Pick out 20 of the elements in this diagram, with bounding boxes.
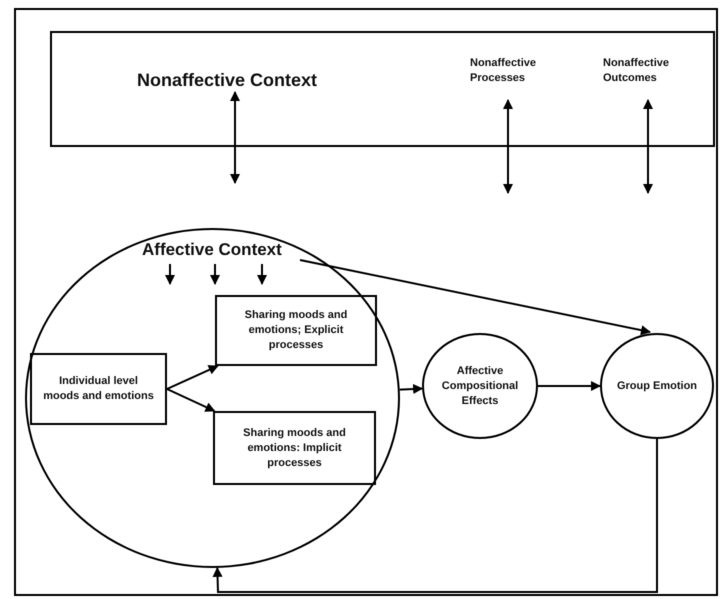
effect-ellipse: Affective Compositional Effects <box>422 333 538 439</box>
arrow <box>503 99 513 194</box>
arrow <box>643 99 653 194</box>
arrow <box>166 365 219 390</box>
context-ellipse <box>25 228 400 568</box>
context-box <box>50 31 715 147</box>
text-label: Nonaffective Outcomes <box>603 56 693 90</box>
arrow <box>230 91 240 184</box>
arrow <box>538 381 601 391</box>
emotion-ellipse: Group Emotion <box>600 333 714 439</box>
arrow <box>166 388 216 412</box>
process-box: Individual level moods and emotions <box>30 353 167 425</box>
arrow <box>300 259 651 336</box>
text-label: Nonaffective Processes <box>470 56 560 90</box>
arrow <box>212 439 658 593</box>
arrow <box>400 384 424 394</box>
process-box: Sharing moods and emotions: Implicit processes <box>213 411 376 485</box>
heading-text: Affective Context <box>142 240 282 260</box>
heading-text: Nonaffective Context <box>137 70 318 91</box>
process-box: Sharing moods and emotions; Explicit processes <box>215 295 377 366</box>
